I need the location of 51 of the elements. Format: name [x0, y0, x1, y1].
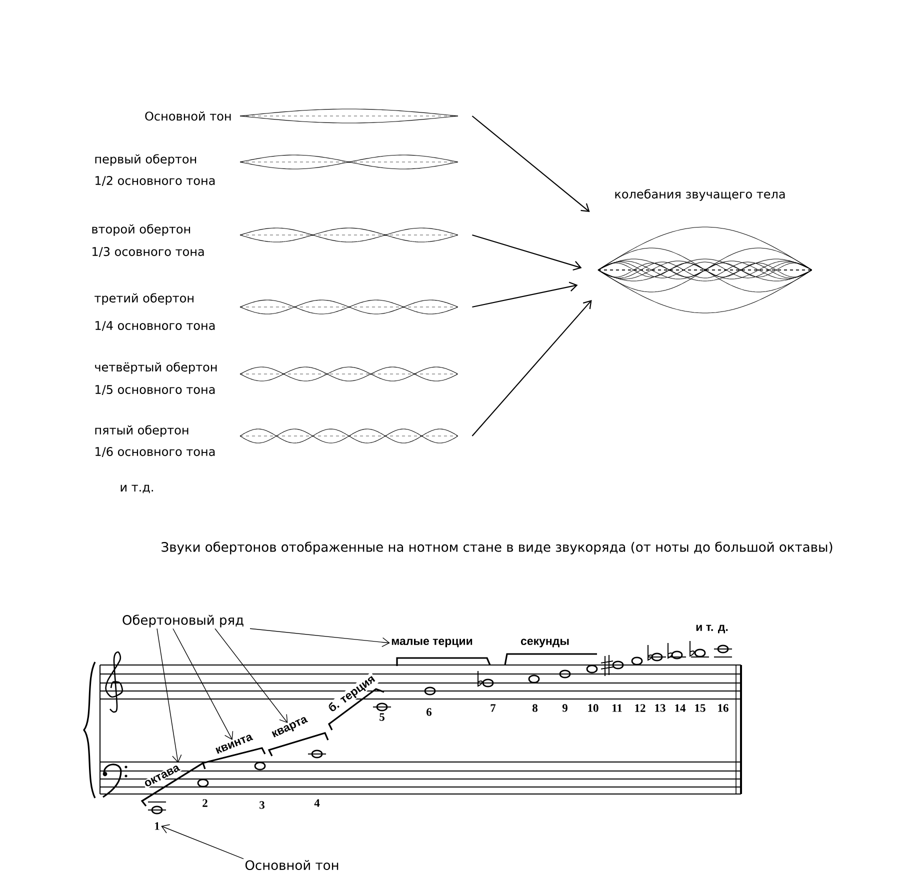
- overtone-label: первый обертон: [95, 154, 196, 166]
- leader-line: [172, 628, 234, 740]
- overtone-label: 1/3 осовного тона: [92, 247, 204, 258]
- harmonic-number: 14: [675, 704, 686, 712]
- overtone-label: пятый обертон: [95, 425, 188, 437]
- harmonic-number: 7: [490, 704, 496, 712]
- harmonic-number: 13: [655, 704, 666, 712]
- leader-line: [156, 628, 182, 763]
- vibration-drawing: [240, 228, 458, 242]
- caption-text: Звуки обертонов отображенные на нотном стане в виде звукоряда (от ноты до большой октавы): [162, 542, 832, 554]
- overtone-label: Основной тон: [145, 111, 231, 121]
- callout-text: Основной тон: [244, 858, 340, 872]
- harmonic-number: 3: [260, 801, 264, 809]
- leader-line: [214, 628, 288, 724]
- vibration-drawing: [240, 154, 458, 170]
- harmonic-number: 12: [635, 704, 646, 712]
- leader-line: [250, 628, 390, 648]
- overtone-label: 1/4 основного тона: [96, 321, 215, 331]
- harmonic-number: 4: [314, 799, 320, 807]
- harmonic-number: 15: [695, 704, 706, 712]
- interval-label: секунды: [520, 638, 570, 648]
- leader-line: [161, 824, 244, 860]
- arrow: [472, 234, 582, 271]
- interval-label: и т. д.: [694, 624, 730, 634]
- harmonic-number: 1: [153, 821, 161, 831]
- vibration-drawing: [240, 366, 458, 382]
- harmonic-number: 16: [718, 704, 728, 712]
- overtone-label: второй обертон: [92, 224, 190, 236]
- arrow: [472, 282, 578, 308]
- note-text: и т.д.: [120, 484, 153, 494]
- heading: колебания звучащего тела: [615, 189, 785, 201]
- overtone-label: 1/2 основного тона: [96, 176, 215, 186]
- harmonic-number: 11: [612, 704, 622, 712]
- harmonic-number: 2: [202, 799, 208, 807]
- harmonic-number: 6: [426, 708, 432, 716]
- vibration-drawing: [240, 108, 458, 124]
- harmonic-number: 8: [532, 704, 538, 712]
- overtone-label: 1/5 основного тона: [96, 385, 215, 395]
- overtone-label: третий обертон: [94, 293, 194, 305]
- vibration-drawing: [240, 428, 458, 444]
- interval-label: малые терции: [390, 638, 474, 648]
- overtone-label: 1/6 основного тона: [96, 447, 215, 458]
- interval-label: квинта: [214, 732, 254, 756]
- arrow: [472, 116, 590, 212]
- harmonic-number: 5: [380, 713, 384, 721]
- arrow: [472, 300, 592, 436]
- callout-text: Обертоновый ряд: [120, 614, 246, 628]
- harmonic-number: 9: [562, 704, 568, 712]
- harmonic-number: 10: [588, 704, 598, 712]
- overtone-label: четвёртый обертон: [95, 362, 217, 374]
- vibration-drawing: [240, 300, 458, 314]
